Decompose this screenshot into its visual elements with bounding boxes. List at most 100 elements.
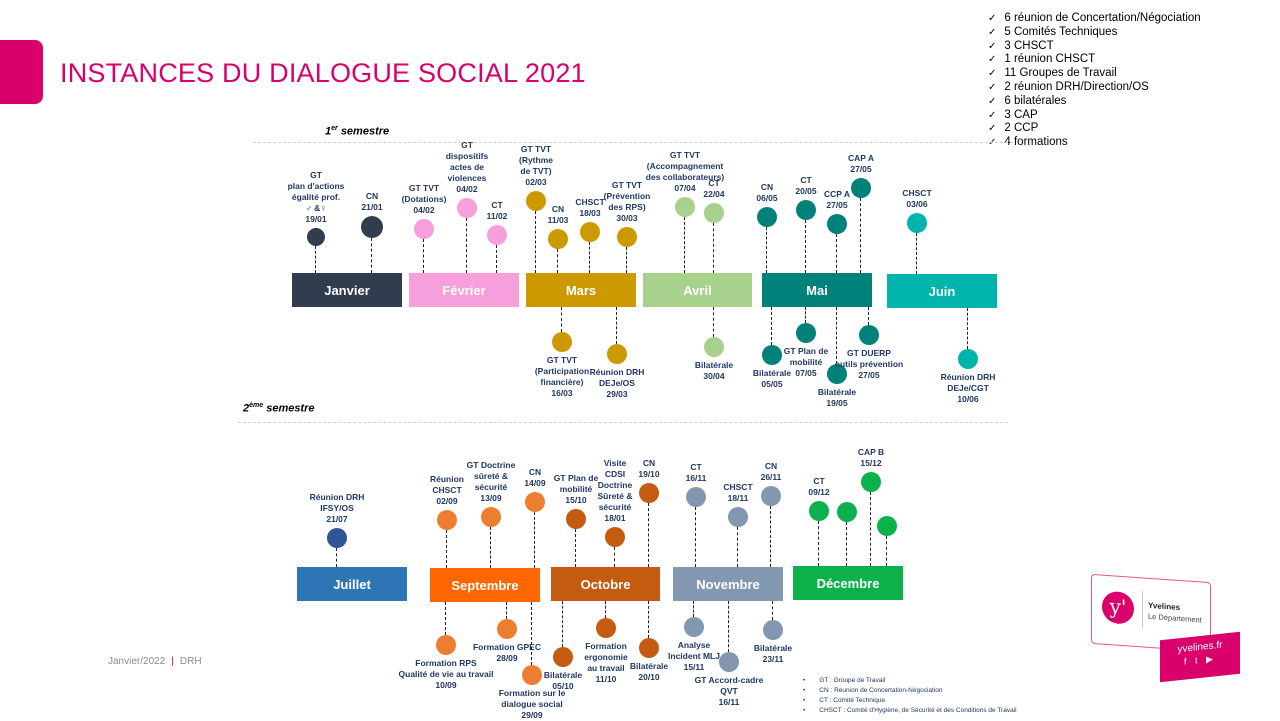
- legend-item: CN : Réunion de Concertation-Négociation: [803, 686, 1017, 696]
- event-connector: [836, 234, 838, 273]
- month-bar-fevrier[interactable]: Février: [409, 273, 519, 307]
- event-marker[interactable]: [762, 345, 782, 365]
- event-marker[interactable]: [851, 178, 871, 198]
- event-marker[interactable]: [859, 325, 879, 345]
- event-connector: [423, 239, 425, 273]
- event-marker[interactable]: [809, 501, 829, 521]
- event-marker[interactable]: [327, 528, 347, 548]
- event-label: Visite CDSI Doctrine Sûreté & sécurité 1…: [597, 458, 633, 523]
- month-bar-mai[interactable]: Mai: [762, 273, 872, 307]
- month-bar-juin[interactable]: Juin: [887, 274, 997, 308]
- event-marker[interactable]: [487, 225, 507, 245]
- event-marker[interactable]: [617, 227, 637, 247]
- event-marker[interactable]: [552, 332, 572, 352]
- event-marker[interactable]: [548, 229, 568, 249]
- event-marker[interactable]: [596, 618, 616, 638]
- event-label: CHSCT 18/11: [723, 482, 753, 503]
- event-connector: [967, 308, 969, 349]
- event-marker[interactable]: [675, 197, 695, 217]
- event-marker[interactable]: [414, 219, 434, 239]
- month-bar-decembre[interactable]: Décembre: [793, 566, 903, 600]
- event-marker[interactable]: [704, 337, 724, 357]
- event-marker[interactable]: [580, 222, 600, 242]
- event-marker[interactable]: [497, 619, 517, 639]
- event-marker[interactable]: [796, 200, 816, 220]
- event-label: CT 22/04: [703, 178, 725, 199]
- event-label: CN 14/09: [524, 467, 546, 488]
- event-marker[interactable]: [526, 191, 546, 211]
- event-connector: [626, 247, 628, 273]
- event-label: GT Accord-cadre QVT 16/11: [694, 675, 764, 707]
- event-marker[interactable]: [605, 527, 625, 547]
- event-marker[interactable]: [907, 213, 927, 233]
- event-marker[interactable]: [861, 472, 881, 492]
- event-connector: [466, 218, 468, 273]
- event-connector: [870, 492, 872, 566]
- month-bar-janvier[interactable]: Janvier: [292, 273, 402, 307]
- event-label: CN 06/05: [756, 182, 778, 203]
- legend-item: CHSCT : Comité d'Hygiène, de Sécurité et…: [803, 706, 1016, 716]
- event-marker[interactable]: [719, 652, 739, 672]
- event-marker[interactable]: [437, 510, 457, 530]
- event-marker[interactable]: [639, 483, 659, 503]
- event-label: CT 16/11: [685, 462, 707, 483]
- event-marker[interactable]: [763, 620, 783, 640]
- event-marker[interactable]: [361, 216, 383, 238]
- event-label: CN 11/03: [547, 204, 569, 225]
- event-marker[interactable]: [553, 647, 573, 667]
- event-marker[interactable]: [522, 665, 542, 685]
- summary-item: 3 CAP: [988, 109, 1201, 123]
- event-marker[interactable]: [827, 214, 847, 234]
- month-bar-novembre[interactable]: Novembre: [673, 567, 783, 601]
- event-label: GT TVT (Dotations) 04/02: [401, 183, 447, 215]
- month-bar-juillet[interactable]: Juillet: [297, 567, 407, 601]
- event-marker[interactable]: [481, 507, 501, 527]
- month-bar-octobre[interactable]: Octobre: [551, 567, 660, 601]
- event-label: Réunion DRH IFSY/OS 21/07: [309, 492, 365, 524]
- event-connector: [805, 220, 807, 273]
- event-connector: [506, 602, 508, 619]
- summary-item: 4 formations: [988, 136, 1201, 150]
- event-marker[interactable]: [686, 487, 706, 507]
- event-marker[interactable]: [525, 492, 545, 512]
- month-bar-septembre[interactable]: Septembre: [430, 568, 540, 602]
- event-marker[interactable]: [457, 198, 477, 218]
- event-marker[interactable]: [436, 635, 456, 655]
- event-label: GT plan d'actions égalité prof. ♂ &♀ 19/…: [287, 170, 345, 224]
- event-connector: [770, 506, 772, 567]
- event-label: GT TVT (Rythme de TVT) 02/03: [518, 144, 553, 187]
- summary-list: 6 réunion de Concertation/Négociation5 C…: [988, 12, 1201, 150]
- event-connector: [336, 548, 338, 567]
- event-marker[interactable]: [607, 344, 627, 364]
- event-connector: [771, 307, 773, 345]
- event-label: Bilatérale 05/10: [543, 670, 583, 691]
- event-marker[interactable]: [958, 349, 978, 369]
- event-connector: [766, 227, 768, 273]
- month-bar-avril[interactable]: Avril: [643, 273, 752, 307]
- event-marker[interactable]: [566, 509, 586, 529]
- event-label: CN 19/10: [638, 458, 660, 479]
- event-label: Analyse Incident MLJ 15/11: [668, 640, 720, 672]
- month-bar-mars[interactable]: Mars: [526, 273, 636, 307]
- event-label: CAP A 27/05: [848, 153, 874, 174]
- event-marker[interactable]: [827, 364, 847, 384]
- event-label: Réunion DRH DEJe/CGT 10/06: [940, 372, 996, 404]
- event-marker[interactable]: [837, 502, 857, 522]
- website-badge[interactable]: yvelines.fr f t ▶: [1160, 631, 1240, 683]
- event-marker[interactable]: [757, 207, 777, 227]
- event-marker[interactable]: [639, 638, 659, 658]
- event-marker[interactable]: [307, 228, 325, 246]
- event-marker[interactable]: [704, 203, 724, 223]
- event-label: Formation GPEC 28/09: [472, 642, 541, 663]
- event-connector: [614, 547, 616, 567]
- event-connector: [772, 601, 774, 620]
- event-marker[interactable]: [761, 486, 781, 506]
- event-marker[interactable]: [796, 323, 816, 343]
- event-marker[interactable]: [684, 617, 704, 637]
- event-connector: [868, 307, 870, 325]
- event-connector: [818, 521, 820, 566]
- event-marker[interactable]: [877, 516, 897, 536]
- event-marker[interactable]: [728, 507, 748, 527]
- event-label: CAP B 15/12: [857, 447, 885, 468]
- event-label: GT TVT (Participation financière) 16/03: [534, 355, 590, 398]
